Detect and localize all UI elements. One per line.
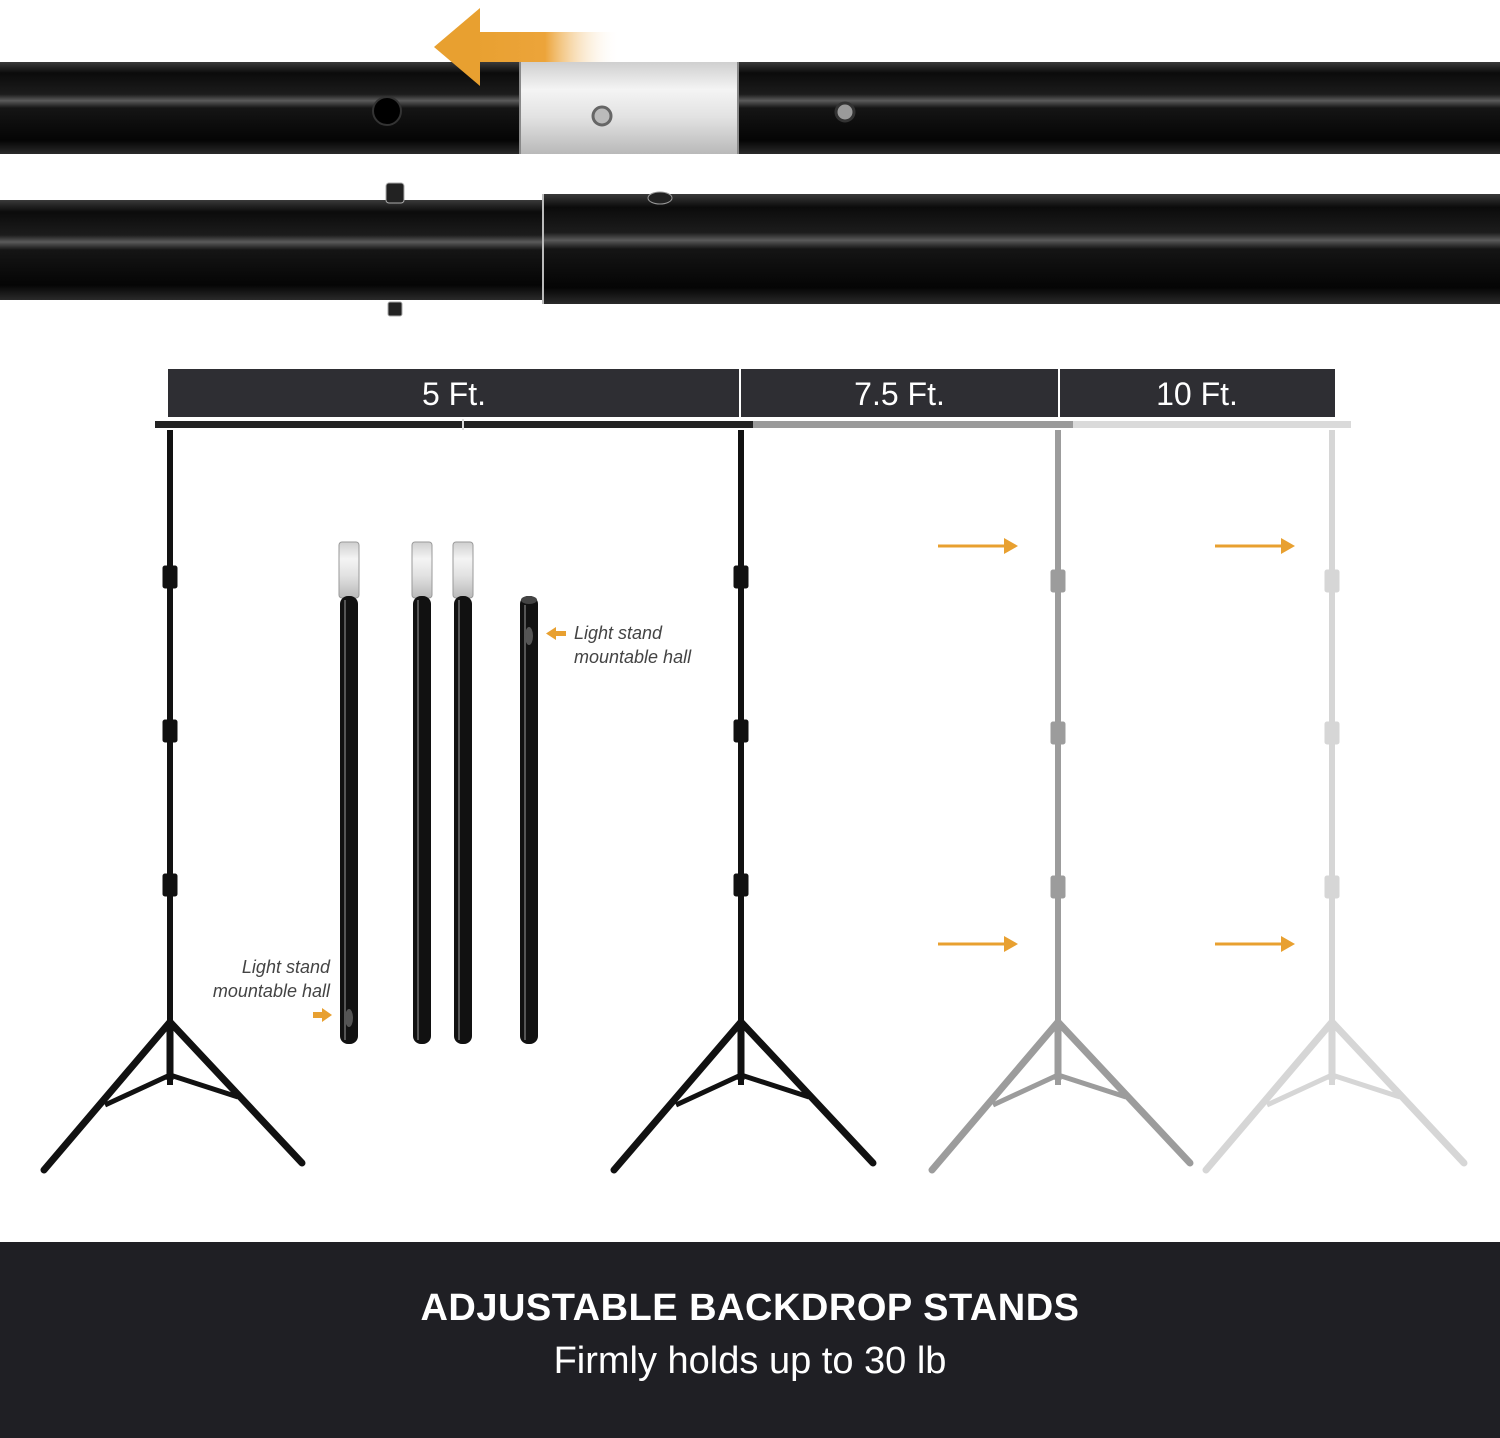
callout-line: mountable hall [212, 981, 330, 1001]
arrow-left-icon [434, 8, 620, 86]
arrow-right-icon [313, 1008, 332, 1022]
crossbar-tube-lower [0, 182, 1500, 317]
pin-hole [372, 96, 402, 126]
clip [647, 191, 673, 205]
light-stand-3 [928, 430, 1194, 1174]
arrow-right-icon [1215, 936, 1295, 952]
product-illustration [0, 8, 1500, 1174]
crossbar-pole-3 [452, 541, 474, 1044]
arrow-right-icon [1215, 538, 1295, 554]
width-label-5ft: 5 Ft. [421, 376, 486, 412]
crossbar [155, 419, 1351, 430]
callout-line: mountable hall [574, 647, 692, 667]
crossbar-pole-2 [411, 541, 433, 1044]
spring-button [591, 105, 613, 127]
clip [385, 182, 405, 204]
light-stand-1 [40, 430, 306, 1174]
light-stand-4 [1202, 430, 1468, 1174]
rivet [834, 101, 856, 123]
footer-banner [0, 1242, 1500, 1438]
arrow-left-icon [546, 627, 566, 640]
clip [387, 301, 403, 317]
callout-line: Light stand [574, 623, 663, 643]
width-label-bar [168, 369, 1335, 417]
crossbar-pole-4 [520, 596, 538, 1044]
width-label-10ft: 10 Ft. [1156, 376, 1238, 412]
crossbar-pole-1 [338, 541, 360, 1044]
crossbar-tube-upper [0, 62, 1500, 154]
callout-mountable-hole-bottom: Light stand mountable hall [180, 955, 330, 1003]
width-label-7-5ft: 7.5 Ft. [854, 376, 945, 412]
callout-mountable-hole-top: Light stand mountable hall [574, 621, 691, 669]
arrow-right-icon [938, 538, 1018, 554]
footer-subtitle: Firmly holds up to 30 lb [553, 1340, 947, 1382]
light-stand-2 [610, 430, 877, 1174]
callout-line: Light stand [241, 957, 330, 977]
footer-title: ADJUSTABLE BACKDROP STANDS [420, 1287, 1080, 1329]
arrow-right-icon [938, 936, 1018, 952]
